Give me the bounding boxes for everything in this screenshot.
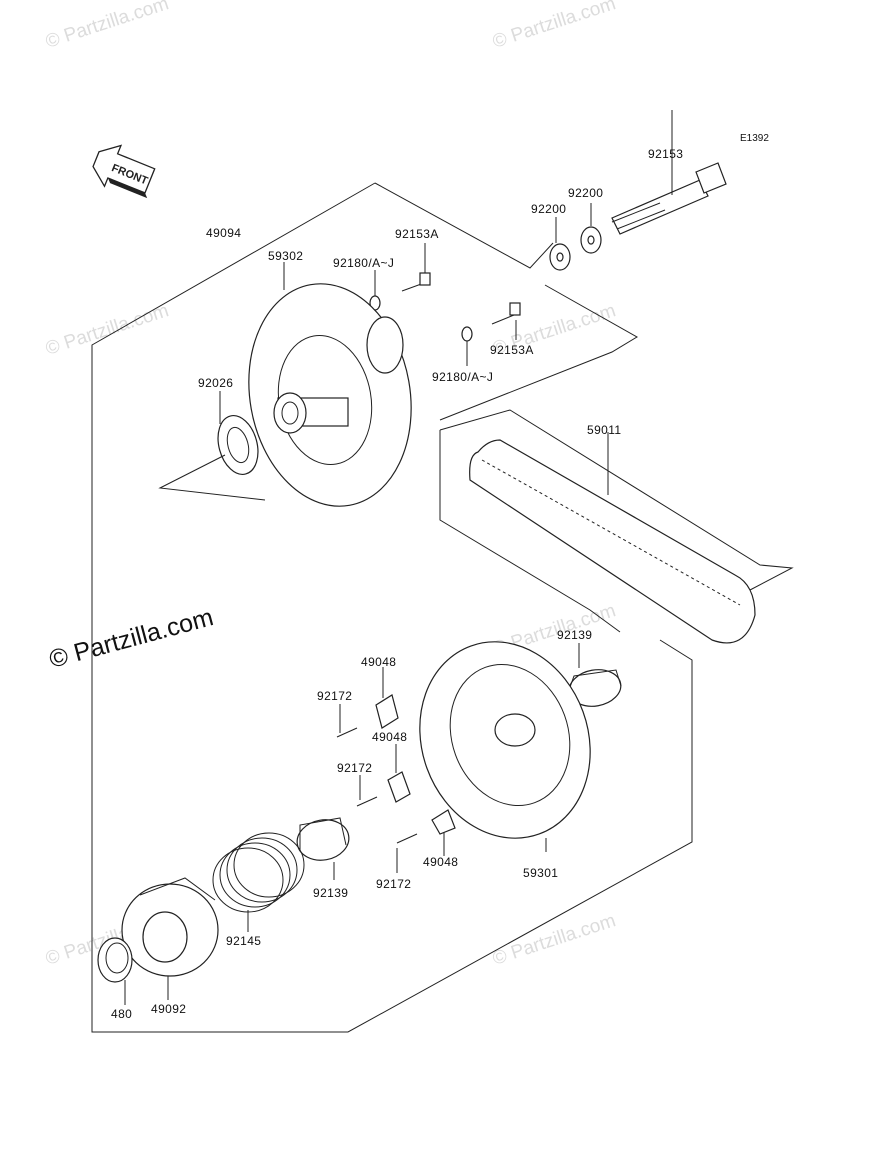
bolt-92153 bbox=[611, 110, 727, 235]
belt-box bbox=[439, 430, 621, 633]
watermark: © Partzilla.com bbox=[43, 300, 171, 360]
bolt-92153a bbox=[401, 243, 431, 292]
part-label: 92180/A~J bbox=[432, 370, 493, 384]
ramp-shoe-49048 bbox=[375, 667, 399, 729]
part-label: 59301 bbox=[523, 866, 558, 880]
part-label: 92172 bbox=[337, 761, 372, 775]
part-label: 59011 bbox=[587, 423, 621, 437]
assembly-outline bbox=[374, 182, 554, 269]
part-label: 49092 bbox=[151, 1002, 186, 1016]
part-label: 92172 bbox=[376, 877, 411, 891]
washer-92200 bbox=[549, 217, 571, 271]
screw-92172 bbox=[336, 704, 358, 738]
drive-belt-59011 bbox=[469, 432, 756, 644]
washer-92180 bbox=[369, 270, 381, 311]
part-label: 480 bbox=[111, 1007, 132, 1021]
watermark: © Partzilla.com bbox=[43, 0, 171, 53]
ramp-shoe-49048 bbox=[431, 809, 456, 856]
watermark: © Partzilla.com bbox=[490, 910, 618, 970]
part-label: 92172 bbox=[317, 689, 352, 703]
screw-92172 bbox=[356, 775, 378, 807]
diagram-code: E1392 bbox=[740, 133, 769, 144]
bolt-92153a bbox=[491, 302, 521, 340]
washer-92026 bbox=[158, 391, 266, 501]
part-label: 59302 bbox=[268, 249, 303, 263]
collar-92139 bbox=[296, 817, 350, 880]
front-arrow-icon: FRONT bbox=[92, 144, 156, 199]
snap-ring-480 bbox=[97, 937, 133, 1005]
assembly-outline bbox=[439, 284, 638, 421]
ramp-shoe-49048 bbox=[387, 744, 411, 803]
sheave-59302 bbox=[248, 262, 412, 507]
part-label: 92200 bbox=[531, 202, 566, 216]
part-label: 92139 bbox=[313, 886, 348, 900]
part-label: 49048 bbox=[361, 655, 396, 669]
part-label: 92026 bbox=[198, 376, 233, 390]
washer-92200 bbox=[580, 203, 602, 254]
washer-92180 bbox=[461, 326, 473, 366]
assembly-outline bbox=[91, 182, 693, 1033]
part-label: 92153A bbox=[395, 227, 439, 241]
sheave-59301 bbox=[419, 641, 591, 852]
partzilla-watermark: © Partzilla.com bbox=[46, 603, 216, 674]
part-label: 92180/A~J bbox=[333, 256, 394, 270]
cam-49092 bbox=[121, 877, 219, 1000]
part-label: 92153 bbox=[648, 147, 683, 161]
part-label: 92145 bbox=[226, 934, 261, 948]
spring-92145 bbox=[212, 832, 305, 932]
part-label: 92200 bbox=[568, 186, 603, 200]
part-label: 92153A bbox=[490, 343, 534, 357]
part-label: 49094 bbox=[206, 226, 241, 240]
part-label: 49048 bbox=[372, 730, 407, 744]
part-label: 49048 bbox=[423, 855, 458, 869]
part-label: 92139 bbox=[557, 628, 592, 642]
screw-92172 bbox=[396, 833, 418, 873]
part-labels: 92153 92200 92200 49094 92153A 59302 921… bbox=[111, 147, 683, 1021]
watermark: © Partzilla.com bbox=[490, 0, 618, 53]
